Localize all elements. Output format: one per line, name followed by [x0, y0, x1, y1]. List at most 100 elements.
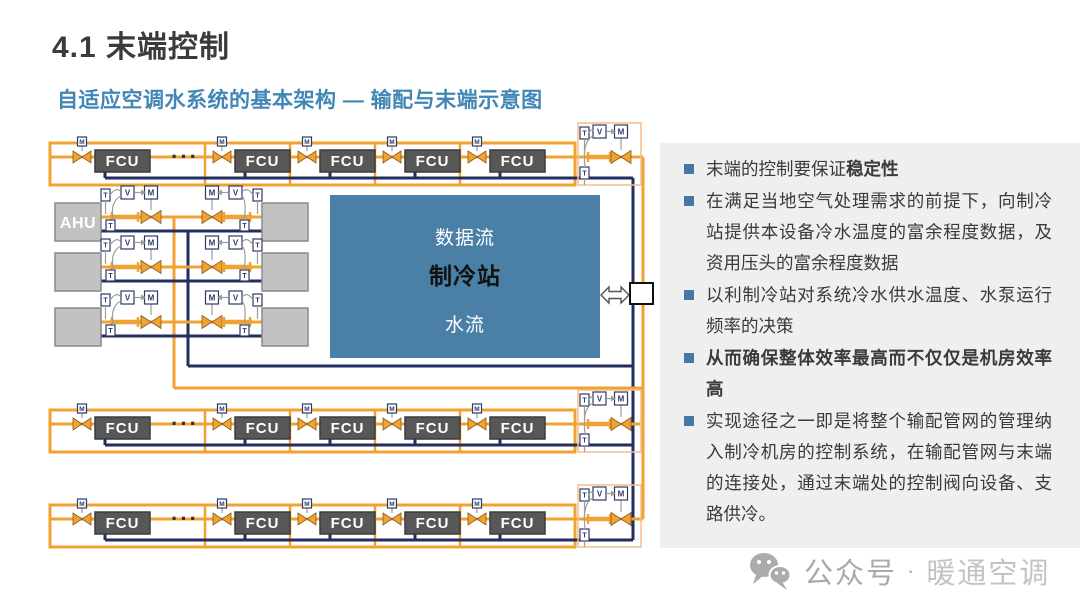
svg-text:V: V — [125, 188, 131, 197]
ahu-box — [54, 202, 102, 242]
svg-text:T: T — [103, 298, 108, 305]
equipment-box — [54, 307, 102, 347]
instrument-tag — [143, 290, 159, 305]
instrument-tag — [471, 498, 483, 509]
instrument-tag — [143, 235, 159, 250]
valve-icon — [140, 314, 162, 330]
wechat-icon — [750, 553, 792, 590]
svg-text:FCU: FCU — [501, 515, 535, 532]
instrument-tag — [592, 486, 607, 501]
svg-text:T: T — [255, 193, 260, 200]
svg-text:M: M — [148, 293, 155, 302]
valve-icon — [610, 416, 632, 432]
watermark-account: 公众号 — [804, 558, 898, 590]
valve-icon — [212, 512, 232, 526]
svg-text:T: T — [582, 398, 587, 405]
fcu-box — [234, 416, 291, 440]
instrument-tag — [386, 498, 398, 509]
valve-icon — [140, 209, 162, 225]
instrument-tag — [592, 391, 607, 406]
fcu-box — [489, 416, 546, 440]
instrument-tag — [100, 238, 111, 252]
valve-icon — [212, 150, 232, 164]
svg-text:制冷站: 制冷站 — [429, 263, 501, 289]
svg-text:T: T — [103, 243, 108, 250]
instrument-tag — [239, 269, 250, 282]
svg-text:M: M — [148, 188, 155, 197]
instrument-tag — [471, 403, 483, 414]
svg-text:M: M — [209, 188, 216, 197]
valve-icon — [467, 150, 487, 164]
svg-text:M: M — [209, 238, 216, 247]
instrument-tag — [100, 293, 111, 307]
bullet-item: 从而确保整体效率最高而不仅仅是机房效率高 — [660, 343, 1080, 405]
fcu-box — [489, 149, 546, 173]
instrument-tag — [579, 166, 590, 180]
svg-text:V: V — [125, 293, 131, 302]
svg-text:FCU: FCU — [331, 420, 365, 437]
svg-text:T: T — [582, 493, 587, 500]
instrument-tag — [76, 498, 88, 509]
bullet-item: 在满足当地空气处理需求的前提下，向制冷站提供本设备冷水温度的富余程度数据，及资用… — [660, 186, 1080, 279]
bullet-text: 在满足当地空气处理需求的前提下，向制冷站提供本设备冷水温度的富余程度数据，及资用… — [706, 191, 1052, 273]
instrument-tag — [239, 324, 250, 337]
instrument-tag — [239, 219, 250, 232]
valve-icon — [297, 417, 317, 431]
equipment-box — [261, 252, 309, 292]
svg-text:FCU: FCU — [331, 153, 365, 170]
instrument-tag — [216, 403, 228, 414]
watermark: 公众号 · 暖通空调 — [748, 550, 1050, 592]
valve-icon — [140, 259, 162, 275]
svg-text:T: T — [582, 533, 587, 540]
svg-text:T: T — [108, 328, 113, 335]
svg-text:V: V — [233, 188, 239, 197]
instrument-tag — [301, 498, 313, 509]
instrument-tag — [471, 136, 483, 147]
instrument-tag — [120, 185, 135, 200]
instrument-tag — [204, 185, 220, 200]
svg-text:M: M — [79, 406, 84, 413]
svg-text:M: M — [304, 406, 309, 413]
zone-loop — [48, 141, 577, 187]
watermark-separator: · — [907, 558, 917, 583]
instrument-tag — [76, 403, 88, 414]
svg-text:T: T — [242, 328, 247, 335]
svg-text:水流: 水流 — [445, 314, 485, 336]
bullet-list: 末端的控制要保证稳定性在满足当地空气处理需求的前提下，向制冷站提供本设备冷水温度… — [660, 143, 1080, 530]
svg-text:V: V — [597, 489, 603, 498]
fcu-box — [319, 416, 376, 440]
svg-text:AHU: AHU — [60, 215, 96, 232]
svg-text:FCU: FCU — [501, 153, 535, 170]
instrument-tag — [613, 124, 629, 139]
svg-text:FCU: FCU — [106, 420, 140, 437]
svg-text:M: M — [474, 406, 479, 413]
bullet-square-icon — [684, 290, 694, 300]
bullet-text: 以利制冷站对系统冷水供水温度、水泵运行频率的决策 — [706, 285, 1052, 336]
equipment-box — [54, 252, 102, 292]
fcu-box — [489, 511, 546, 535]
instrument-tag — [120, 235, 135, 250]
svg-text:M: M — [79, 139, 84, 146]
pipes — [48, 141, 645, 549]
svg-text:V: V — [597, 127, 603, 136]
svg-text:···: ··· — [171, 411, 199, 436]
fcu-box — [404, 511, 461, 535]
svg-text:T: T — [108, 273, 113, 280]
instrument-tag — [143, 185, 159, 200]
instrument-tag — [252, 188, 263, 202]
svg-text:M: M — [148, 238, 155, 247]
instrument-tag — [579, 528, 590, 542]
svg-text:M: M — [474, 139, 479, 146]
fcu-box — [404, 416, 461, 440]
bullet-item: 实现途径之一即是将整个输配管网的管理纳入制冷机房的控制系统，在输配管网与末端的连… — [660, 406, 1080, 530]
bullet-square-icon — [684, 164, 694, 174]
svg-text:T: T — [582, 171, 587, 178]
